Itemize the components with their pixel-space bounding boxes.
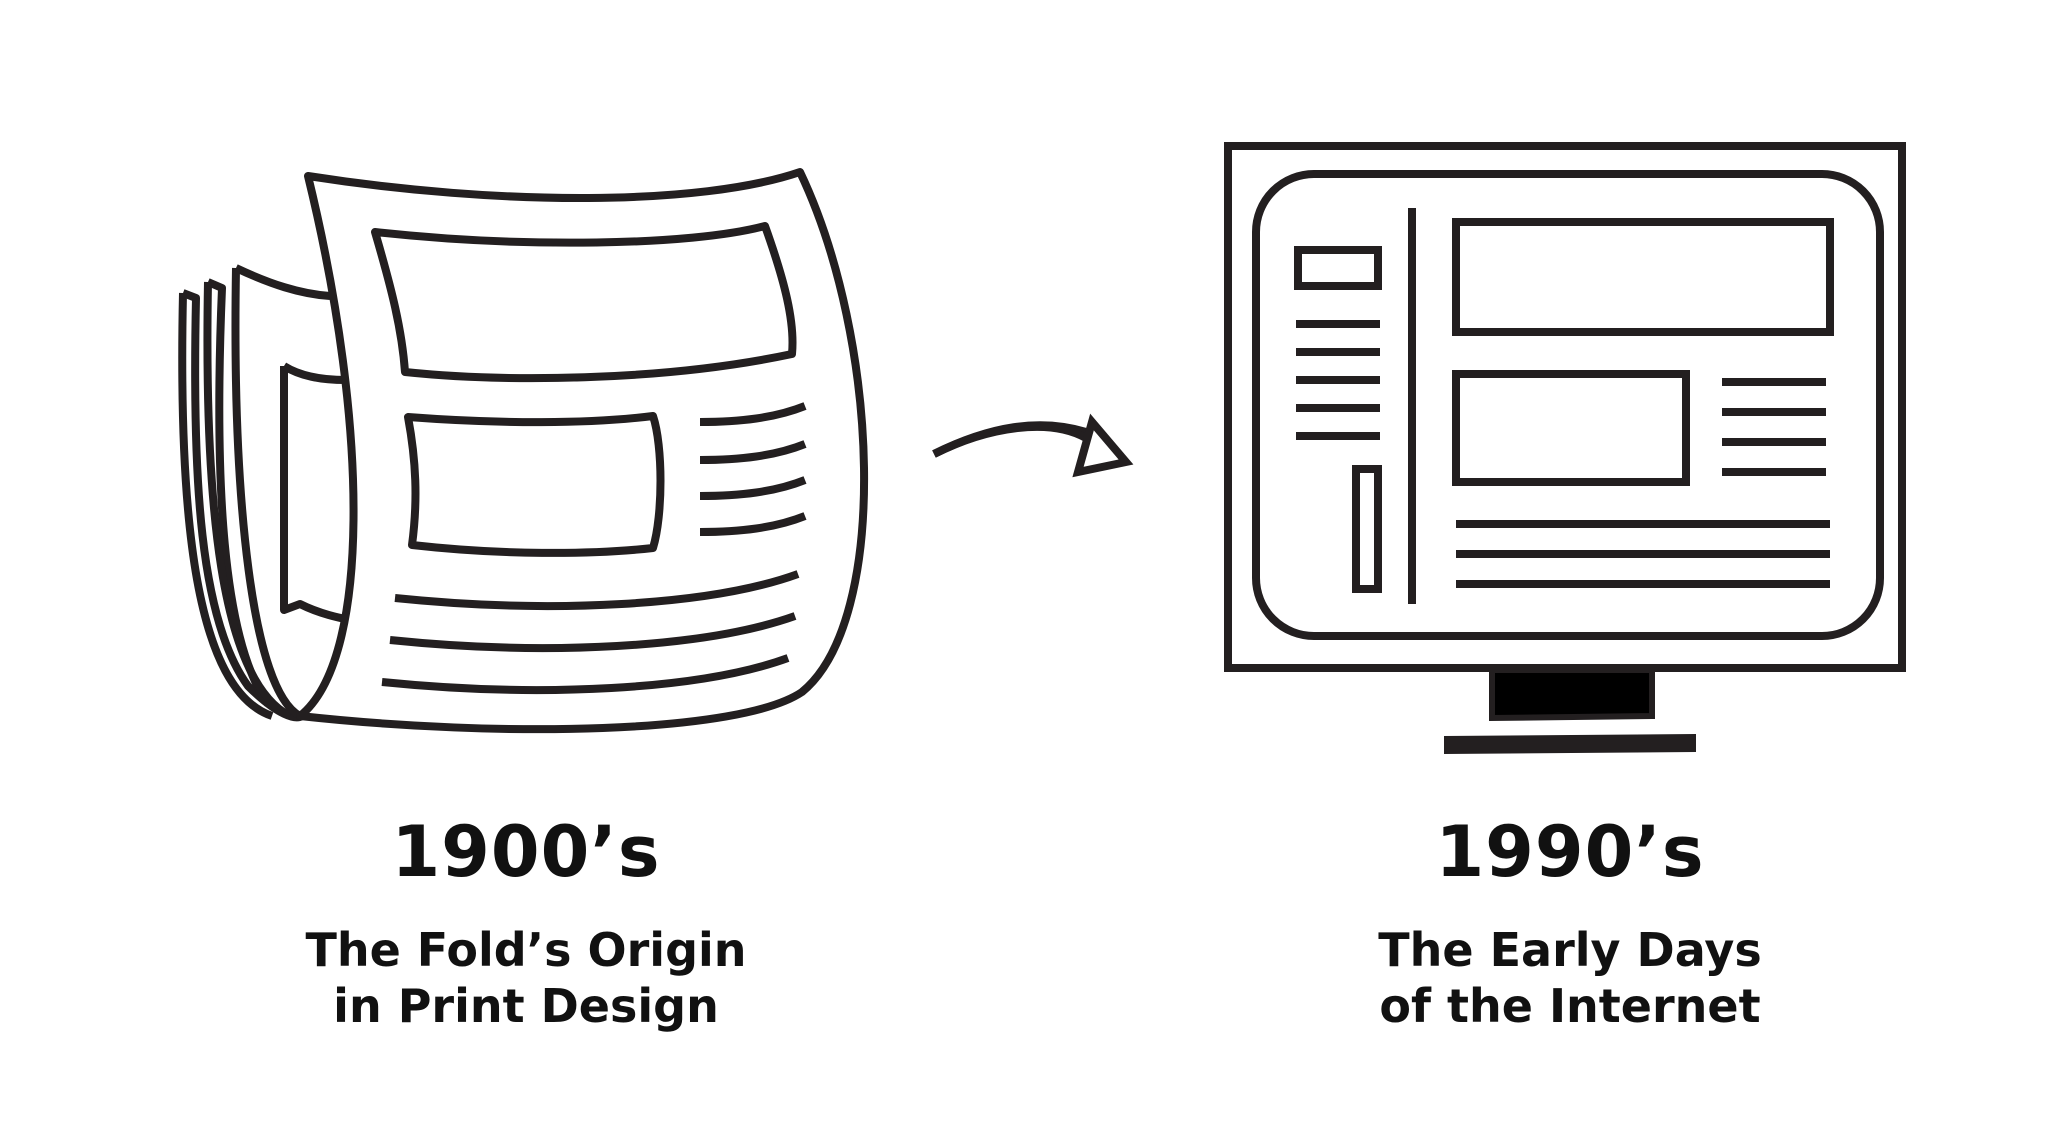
inner-fold <box>280 366 351 624</box>
year-label: 1900’s <box>391 811 661 893</box>
caption-1900s: 1900’s The Fold’s Origin in Print Design <box>246 810 806 1034</box>
text-line <box>699 512 807 536</box>
curved-arrow-icon <box>932 413 1134 478</box>
title-line: The Fold’s Origin <box>305 923 747 977</box>
monitor-base <box>1444 734 1696 754</box>
logo-box <box>1294 246 1382 290</box>
monitor-neck <box>1489 667 1655 722</box>
image-box <box>1452 370 1690 486</box>
title-line: of the Internet <box>1379 979 1761 1033</box>
title-line: in Print Design <box>333 979 719 1033</box>
year-label: 1990’s <box>1435 811 1705 893</box>
text-line <box>699 402 807 426</box>
computer-monitor-icon <box>1224 142 1906 754</box>
scroll-box <box>1352 465 1382 593</box>
banner-box <box>1452 218 1834 336</box>
text-line <box>699 440 807 464</box>
title-line: The Early Days <box>1378 923 1762 977</box>
text-line <box>389 612 797 652</box>
picture-box <box>404 412 665 557</box>
headline-box <box>371 222 797 383</box>
caption-1990s: 1990’s The Early Days of the Internet <box>1260 810 1880 1034</box>
text-line <box>394 570 800 610</box>
screen-border <box>1252 170 1884 640</box>
text-line <box>381 654 790 694</box>
newspaper-icon <box>178 168 869 734</box>
back-page-3 <box>234 264 331 300</box>
text-line <box>699 476 807 500</box>
